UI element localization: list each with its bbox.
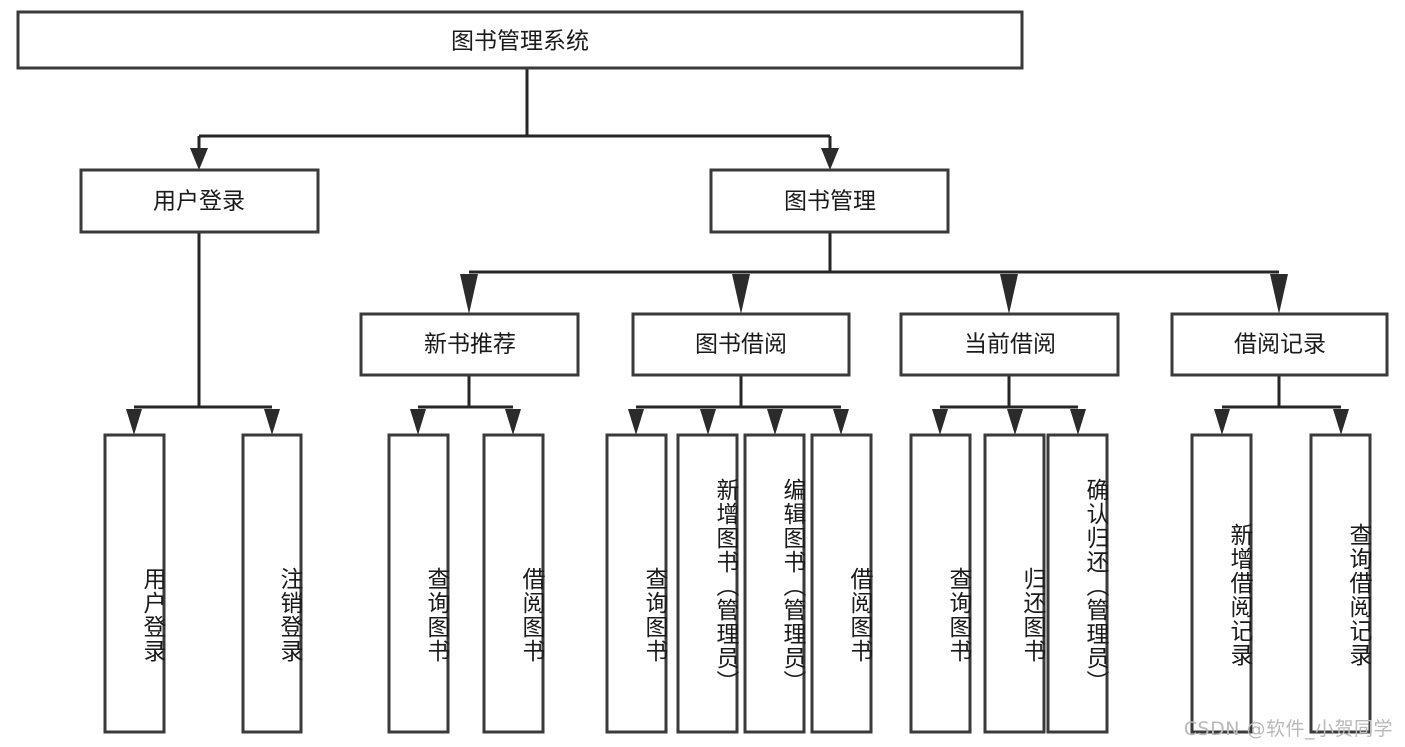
node-root-box[interactable] <box>16 10 1024 70</box>
node-leaf-return-book-box[interactable] <box>983 433 1046 734</box>
node-root[interactable]: 图书管理系统 <box>16 10 1024 70</box>
node-leaf-query-book-rec-box[interactable] <box>387 433 450 734</box>
node-leaf-user-login-box[interactable] <box>103 433 166 734</box>
node-book-manage-box[interactable] <box>709 168 950 234</box>
arrow-head-leaf-edit-book-admin <box>767 409 783 435</box>
arrow-head-new-book-rec <box>460 274 478 314</box>
node-borrow-record[interactable]: 借阅记录 <box>1170 312 1389 377</box>
node-borrow-record-label: 借阅记录 <box>1234 332 1326 358</box>
arrow-head-leaf-query-book-rec <box>410 409 426 435</box>
arrow-head-leaf-query-book-current <box>932 409 948 435</box>
node-user-login-label: 用户登录 <box>153 189 245 215</box>
node-layer: 图书管理系统 用户登录 图书管理 新书推荐 图书借阅 <box>16 10 1389 734</box>
arrow-head-leaf-query-book-borrow <box>628 409 644 435</box>
node-book-borrow-label: 图书借阅 <box>695 332 787 358</box>
node-root-label: 图书管理系统 <box>451 29 589 55</box>
node-book-borrow-box[interactable] <box>631 312 851 377</box>
node-leaf-add-borrow-record-box[interactable] <box>1190 433 1253 734</box>
node-user-login-box[interactable] <box>79 168 320 234</box>
connector-layer <box>126 68 1349 435</box>
node-book-manage-label: 图书管理 <box>784 189 876 215</box>
arrow-head-borrow-record <box>1270 274 1288 314</box>
node-current-borrow[interactable]: 当前借阅 <box>899 312 1120 377</box>
node-leaf-query-book-borrow-box[interactable] <box>605 433 668 734</box>
node-new-book-rec-box[interactable] <box>359 312 580 377</box>
arrow-head-current-borrow <box>1000 274 1018 314</box>
arrow-head-leaf-query-borrow-record <box>1333 409 1349 435</box>
csdn-watermark: CSDN @软件_小贺同学 <box>1183 718 1393 740</box>
arrow-head-book-manage <box>821 148 839 170</box>
arrow-head-leaf-borrow-book-rec <box>505 409 521 435</box>
arrow-head-leaf-add-borrow-record <box>1214 409 1230 435</box>
arrow-head-leaf-return-book <box>1007 409 1023 435</box>
node-current-borrow-box[interactable] <box>899 312 1120 377</box>
node-leaf-logout-login-box[interactable] <box>241 433 303 734</box>
arrow-head-leaf-borrow-book <box>833 409 849 435</box>
arrow-head-book-borrow <box>732 274 750 314</box>
arrow-head-user-login <box>190 148 208 170</box>
node-book-borrow[interactable]: 图书借阅 <box>631 312 851 377</box>
arrow-head-leaf-add-book-admin <box>700 409 716 435</box>
node-new-book-rec[interactable]: 新书推荐 <box>359 312 580 377</box>
node-leaf-edit-book-admin-box[interactable] <box>743 433 806 734</box>
node-current-borrow-label: 当前借阅 <box>964 332 1056 358</box>
node-leaf-borrow-book-box[interactable] <box>810 433 873 734</box>
arrow-head-leaf-user-login <box>126 409 142 435</box>
node-new-book-rec-label: 新书推荐 <box>424 332 516 358</box>
node-borrow-record-box[interactable] <box>1170 312 1389 377</box>
node-leaf-query-borrow-record-box[interactable] <box>1309 433 1372 734</box>
node-book-manage[interactable]: 图书管理 <box>709 168 950 234</box>
node-leaf-confirm-return-admin-box[interactable] <box>1046 433 1109 734</box>
arrow-head-leaf-logout-login <box>264 409 280 435</box>
node-leaf-query-book-current-box[interactable] <box>909 433 972 734</box>
node-leaf-add-book-admin-box[interactable] <box>676 433 739 734</box>
node-user-login[interactable]: 用户登录 <box>79 168 320 234</box>
arrow-head-leaf-confirm-return-admin <box>1070 409 1086 435</box>
node-leaf-borrow-book-rec-box[interactable] <box>482 433 545 734</box>
